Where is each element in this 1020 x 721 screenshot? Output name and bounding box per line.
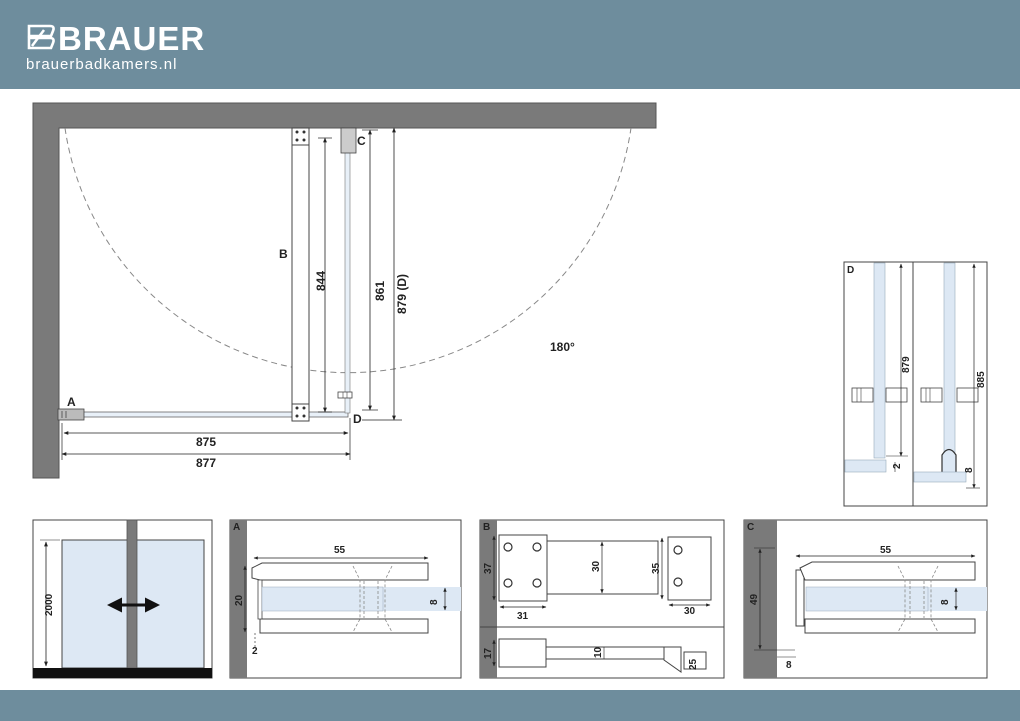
plan-view: 844 861 879 (D) 875 877 A B C D 180°: [32, 102, 657, 479]
elevation-dim-2000: 2000: [44, 593, 55, 616]
door-glass-open: [344, 127, 351, 414]
hinge-a: [57, 408, 85, 421]
detail-b-dim-30-right: 30: [684, 606, 696, 617]
detail-a-dim-8: 8: [429, 599, 440, 605]
elevation-post: [126, 519, 138, 669]
elevation-floor: [33, 668, 212, 678]
plan-dim-879d: 879 (D): [395, 274, 409, 314]
detail-a-wall: [230, 520, 247, 678]
detail-c-label: C: [747, 522, 754, 533]
detail-a-dim-20: 20: [234, 594, 245, 606]
detail-c-dim-49: 49: [749, 593, 760, 605]
plan-label-a: A: [67, 395, 76, 409]
plan-label-d: D: [353, 412, 362, 426]
wall-corner: [32, 102, 657, 479]
detail-a-label: A: [233, 522, 240, 533]
plan-label-b: B: [279, 247, 288, 261]
detail-d-dim-2: 2: [892, 463, 903, 469]
detail-c-dim-55: 55: [880, 545, 892, 556]
detail-a-dim-55: 55: [334, 545, 346, 556]
plan-dim-877: 877: [196, 456, 216, 470]
detail-d-label: D: [847, 265, 854, 276]
hinge-c: [340, 127, 357, 154]
plan-dim-844: 844: [314, 271, 328, 291]
detail-c-panel: C 55 49 8 8: [743, 519, 988, 679]
brauer-logo-icon: [27, 24, 55, 50]
detail-a-panel: A 55 20 8 2: [229, 519, 462, 679]
detail-b-dim-25: 25: [688, 658, 699, 670]
brand-logo[interactable]: BRAUER brauerbadkamers.nl: [26, 22, 205, 73]
detail-d-dim-8: 8: [964, 467, 975, 473]
detail-b-dim-17: 17: [483, 647, 494, 659]
brand-name: BRAUER: [58, 20, 206, 57]
detail-c-dim-8-bottom: 8: [786, 660, 792, 671]
header-band: BRAUER brauerbadkamers.nl: [0, 0, 1020, 89]
plan-label-c: C: [357, 134, 366, 148]
detail-d-dim-879: 879: [901, 356, 912, 373]
detail-b-dim-37: 37: [483, 562, 494, 574]
plan-dim-875: 875: [196, 435, 216, 449]
detail-b-dim-10: 10: [593, 646, 604, 658]
detail-d-panel: D 879 2 885 8: [843, 261, 988, 507]
website-link[interactable]: brauerbadkamers.nl: [26, 56, 178, 73]
detail-b-dim-35: 35: [651, 562, 662, 574]
detail-b-label: B: [483, 522, 490, 533]
plan-angle: 180°: [550, 340, 575, 354]
footer-band: [0, 690, 1020, 721]
plan-dim-861: 861: [373, 281, 387, 301]
seal-profile: [941, 448, 957, 472]
detail-d-dim-885: 885: [976, 371, 987, 388]
detail-a-dim-2: 2: [252, 646, 258, 657]
stabiliser-bar-b: [291, 127, 310, 422]
detail-c-dim-8-glass: 8: [940, 599, 951, 605]
elevation-panel: 2000: [32, 519, 213, 679]
detail-b-panel: B 37 31 30 35 30 17 10 25: [479, 519, 725, 679]
detail-b-dim-30-center: 30: [591, 560, 602, 572]
detail-b-dim-31: 31: [517, 611, 529, 622]
